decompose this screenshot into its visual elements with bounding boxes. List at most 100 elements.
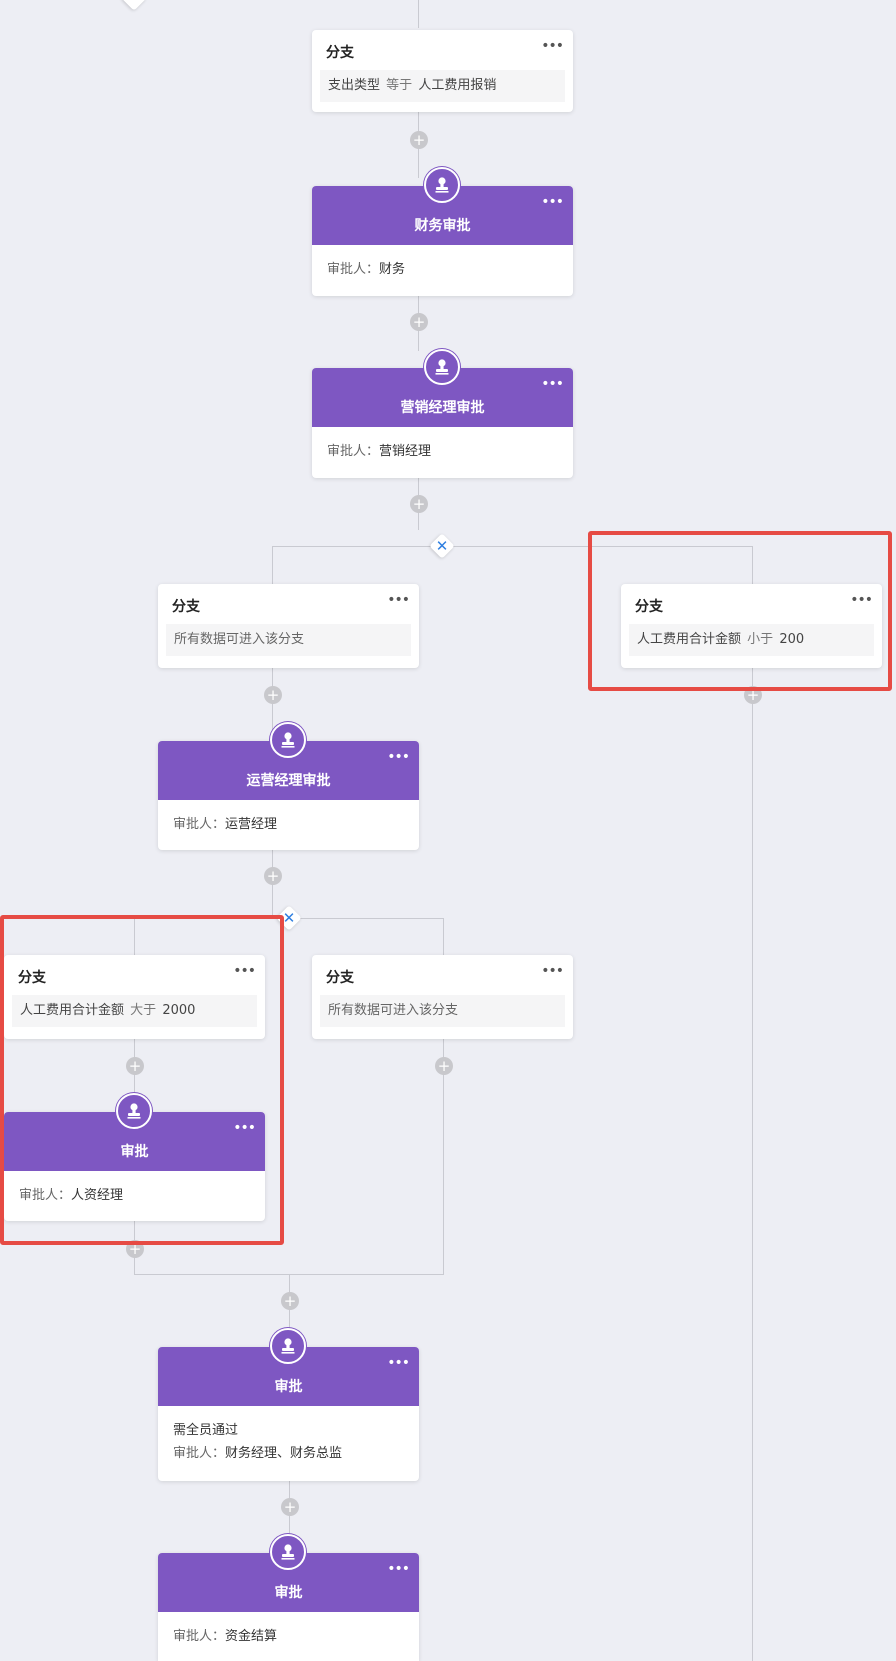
card-title: 分支 — [326, 970, 354, 986]
card-body: 需全员通过 审批人：财务经理、财务总监 — [173, 1419, 342, 1465]
card-title: 分支 — [18, 970, 46, 986]
add-node-button[interactable]: + — [435, 1057, 453, 1075]
card-title: 审批 — [274, 1379, 303, 1395]
card-title: 分支 — [326, 45, 354, 61]
add-node-button[interactable]: + — [281, 1292, 299, 1310]
more-icon[interactable]: ••• — [233, 1120, 256, 1136]
branch-card-default[interactable]: 分支 ••• 所有数据可进入该分支 — [158, 584, 419, 668]
connector-line — [289, 1481, 290, 1553]
connector-line — [134, 1038, 135, 1112]
approval-card-marketing[interactable]: 营销经理审批 ••• 审批人：营销经理 — [312, 368, 573, 478]
connector-line — [443, 918, 444, 955]
cond-value: 人工费用报销 — [418, 78, 497, 93]
card-body: 审批人：人资经理 — [19, 1184, 123, 1207]
approver-label: 审批人： — [19, 1188, 72, 1203]
card-title: 审批 — [120, 1144, 149, 1160]
card-title: 营销经理审批 — [400, 400, 485, 416]
more-icon[interactable]: ••• — [541, 963, 564, 979]
connector-line — [418, 455, 419, 530]
approval-card-all-pass[interactable]: 审批 ••• 需全员通过 审批人：财务经理、财务总监 — [158, 1347, 419, 1481]
connector-line — [272, 667, 273, 741]
more-icon[interactable]: ••• — [233, 963, 256, 979]
branch-condition: 人工费用合计金额 大于 2000 — [12, 995, 257, 1027]
condition-diamond[interactable]: ✕ — [429, 533, 455, 559]
approver-value: 人资经理 — [71, 1188, 124, 1203]
cond-value: 2000 — [162, 1003, 196, 1018]
connector-line — [443, 1038, 444, 1274]
card-body: 审批人：营销经理 — [327, 440, 431, 463]
approval-mode: 需全员通过 — [173, 1423, 239, 1438]
more-icon[interactable]: ••• — [387, 592, 410, 608]
card-body: 审批人：运营经理 — [173, 813, 277, 836]
more-icon[interactable]: ••• — [850, 592, 873, 608]
card-title: 运营经理审批 — [246, 773, 331, 789]
connector-line — [752, 546, 753, 584]
approval-card-settlement[interactable]: 审批 ••• 审批人：资金结算 — [158, 1553, 419, 1661]
approver-value: 资金结算 — [225, 1629, 278, 1644]
stamp-icon-svg — [281, 1544, 295, 1560]
card-title: 审批 — [274, 1585, 303, 1601]
branch-card-amount-gt[interactable]: 分支 ••• 人工费用合计金额 大于 2000 — [4, 955, 265, 1039]
approval-card-finance[interactable]: 财务审批 ••• 审批人：财务 — [312, 186, 573, 296]
stamp-icon — [116, 1093, 152, 1129]
highlight-box — [588, 531, 892, 691]
add-node-button[interactable]: + — [264, 686, 282, 704]
more-icon[interactable]: ••• — [387, 1355, 410, 1371]
approver-label: 审批人： — [173, 1446, 226, 1461]
connector-line — [289, 1274, 290, 1347]
cond-operator: 等于 — [386, 78, 413, 93]
approver-label: 审批人： — [173, 1629, 226, 1644]
stamp-icon-svg — [435, 177, 449, 193]
card-body: 审批人：财务 — [327, 258, 405, 281]
more-icon[interactable]: ••• — [541, 376, 564, 392]
branch-condition: 所有数据可进入该分支 — [320, 995, 565, 1027]
branch-condition: 支出类型 等于 人工费用报销 — [320, 70, 565, 102]
card-body: 审批人：资金结算 — [173, 1625, 277, 1648]
approver-value: 财务经理、财务总监 — [225, 1446, 343, 1461]
branch-condition: 人工费用合计金额 小于 200 — [629, 624, 874, 656]
stamp-icon — [424, 349, 460, 385]
approver-label: 审批人： — [327, 444, 380, 459]
add-node-button[interactable]: + — [410, 313, 428, 331]
branch-card-expense-type[interactable]: 分支 ••• 支出类型 等于 人工费用报销 — [312, 30, 573, 112]
stamp-icon — [424, 167, 460, 203]
add-node-button[interactable]: + — [410, 495, 428, 513]
more-icon[interactable]: ••• — [387, 749, 410, 765]
condition-diamond[interactable]: ✕ — [276, 905, 302, 931]
approval-card-hr[interactable]: 审批 ••• 审批人：人资经理 — [4, 1112, 265, 1221]
cond-field: 人工费用合计金额 — [20, 1003, 125, 1018]
stamp-icon-svg — [127, 1103, 141, 1119]
cond-operator: 小于 — [747, 632, 774, 647]
connector-line — [418, 0, 419, 28]
branch-card-amount-lt[interactable]: 分支 ••• 人工费用合计金额 小于 200 — [621, 584, 882, 668]
cond-field: 人工费用合计金额 — [637, 632, 742, 647]
stamp-icon — [270, 1534, 306, 1570]
card-title: 分支 — [635, 599, 663, 615]
add-node-button[interactable]: + — [264, 867, 282, 885]
add-node-button[interactable]: + — [410, 131, 428, 149]
connector-line — [134, 918, 135, 955]
card-title: 财务审批 — [414, 218, 471, 234]
card-title: 分支 — [172, 599, 200, 615]
cond-field: 支出类型 — [328, 78, 381, 93]
cond-operator: 大于 — [130, 1003, 157, 1018]
approver-value: 财务 — [379, 262, 406, 277]
close-icon[interactable]: ✕ — [282, 909, 296, 927]
approver-label: 审批人： — [173, 817, 226, 832]
more-icon[interactable]: ••• — [387, 1561, 410, 1577]
stamp-icon-svg — [281, 732, 295, 748]
close-icon[interactable]: ✕ — [435, 537, 449, 555]
add-node-button[interactable]: + — [281, 1498, 299, 1516]
approver-value: 营销经理 — [379, 444, 432, 459]
more-icon[interactable]: ••• — [541, 194, 564, 210]
condition-diamond[interactable] — [121, 0, 147, 11]
more-icon[interactable]: ••• — [541, 38, 564, 54]
branch-condition: 所有数据可进入该分支 — [166, 624, 411, 656]
stamp-icon — [270, 1328, 306, 1364]
add-node-button[interactable]: + — [126, 1057, 144, 1075]
highlight-box — [0, 915, 284, 1245]
branch-card-default[interactable]: 分支 ••• 所有数据可进入该分支 — [312, 955, 573, 1039]
stamp-icon — [270, 722, 306, 758]
diamond-shape — [121, 0, 147, 11]
